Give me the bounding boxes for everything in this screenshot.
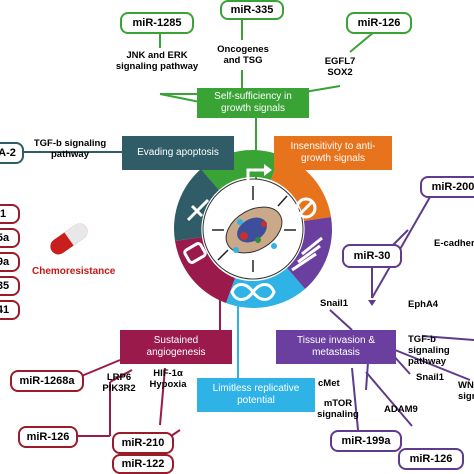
mirna-box-left-top: A-2 bbox=[0, 142, 24, 164]
target-wnt: WN sign bbox=[458, 380, 474, 402]
mirna-box-mir122: miR-122 bbox=[112, 454, 174, 474]
capsule-icon bbox=[50, 223, 88, 255]
mirna-box-left-3: 9a bbox=[0, 252, 20, 272]
target-hif-hypoxia: HIF-1α Hypoxia bbox=[149, 368, 187, 390]
hallmark-self-sufficiency: Self-sufficiency in growth signals bbox=[197, 88, 309, 118]
target-snail1-mid: Snail1 bbox=[320, 298, 348, 309]
target-cmet: cMet bbox=[318, 378, 340, 389]
target-jnk-erk: JNK and ERK signaling pathway bbox=[115, 50, 199, 72]
target-tgfb-right: TGF-b signaling pathway bbox=[408, 334, 450, 367]
target-lrp6-pik3r2: LRP6 PIK3R2 bbox=[102, 372, 136, 394]
target-e-cadherin: E-cadherin bbox=[434, 238, 474, 249]
mirna-box-mir199a: miR-199a bbox=[330, 430, 402, 452]
hallmark-limitless-replicative: Limitless replicative potential bbox=[197, 378, 315, 412]
arrow-right-icon bbox=[246, 164, 272, 186]
target-oncogenes: Oncogenes and TSG bbox=[217, 44, 269, 66]
stripes-icon bbox=[291, 236, 323, 272]
target-adam9: ADAM9 bbox=[384, 404, 418, 415]
target-tgfb-left: TGF-b signaling pathway bbox=[33, 138, 107, 160]
mirna-box-mir126-br: miR-126 bbox=[398, 448, 464, 470]
no-entry-icon bbox=[295, 197, 317, 219]
dagger-icon bbox=[186, 198, 210, 222]
target-epha4: EphA4 bbox=[408, 299, 439, 310]
mirna-box-mir200: miR-200 bbox=[420, 176, 474, 198]
mirna-box-left-4: 35 bbox=[0, 276, 20, 296]
hallmark-wheel bbox=[174, 150, 332, 308]
target-mtor: mTOR signaling bbox=[317, 398, 359, 420]
target-snail1-low: Snail1 bbox=[416, 372, 444, 383]
infinity-icon bbox=[230, 283, 276, 301]
hallmark-evading-apoptosis: Evading apoptosis bbox=[122, 136, 234, 170]
mirna-box-mir210: miR-210 bbox=[112, 432, 174, 454]
mirna-box-left-5: 41 bbox=[0, 300, 20, 320]
mirna-box-mir126-top: miR-126 bbox=[346, 12, 412, 34]
mirna-box-mir1285: miR-1285 bbox=[120, 12, 194, 34]
vessel-icon bbox=[183, 242, 207, 264]
mirna-box-mir126-bl: miR-126 bbox=[18, 426, 78, 448]
mirna-box-left-2: 5a bbox=[0, 228, 20, 248]
hallmark-sustained-angiogenesis: Sustained angiogenesis bbox=[120, 330, 232, 364]
mirna-box-mir1268a: miR-1268a bbox=[10, 370, 84, 392]
mirna-box-mir335: miR-335 bbox=[220, 0, 284, 20]
mirna-box-mir30: miR-30 bbox=[342, 244, 402, 268]
chemoresistance-label: Chemoresistance bbox=[32, 266, 116, 277]
cancer-cell-icon bbox=[225, 206, 283, 254]
hallmark-insensitivity: Insensitivity to anti-growth signals bbox=[274, 136, 392, 170]
hallmark-tissue-invasion: Tissue invasion & metastasis bbox=[276, 330, 396, 364]
mirna-box-left-1: 1 bbox=[0, 204, 20, 224]
target-egfl7-sox2: EGFL7 SOX2 bbox=[324, 56, 356, 78]
